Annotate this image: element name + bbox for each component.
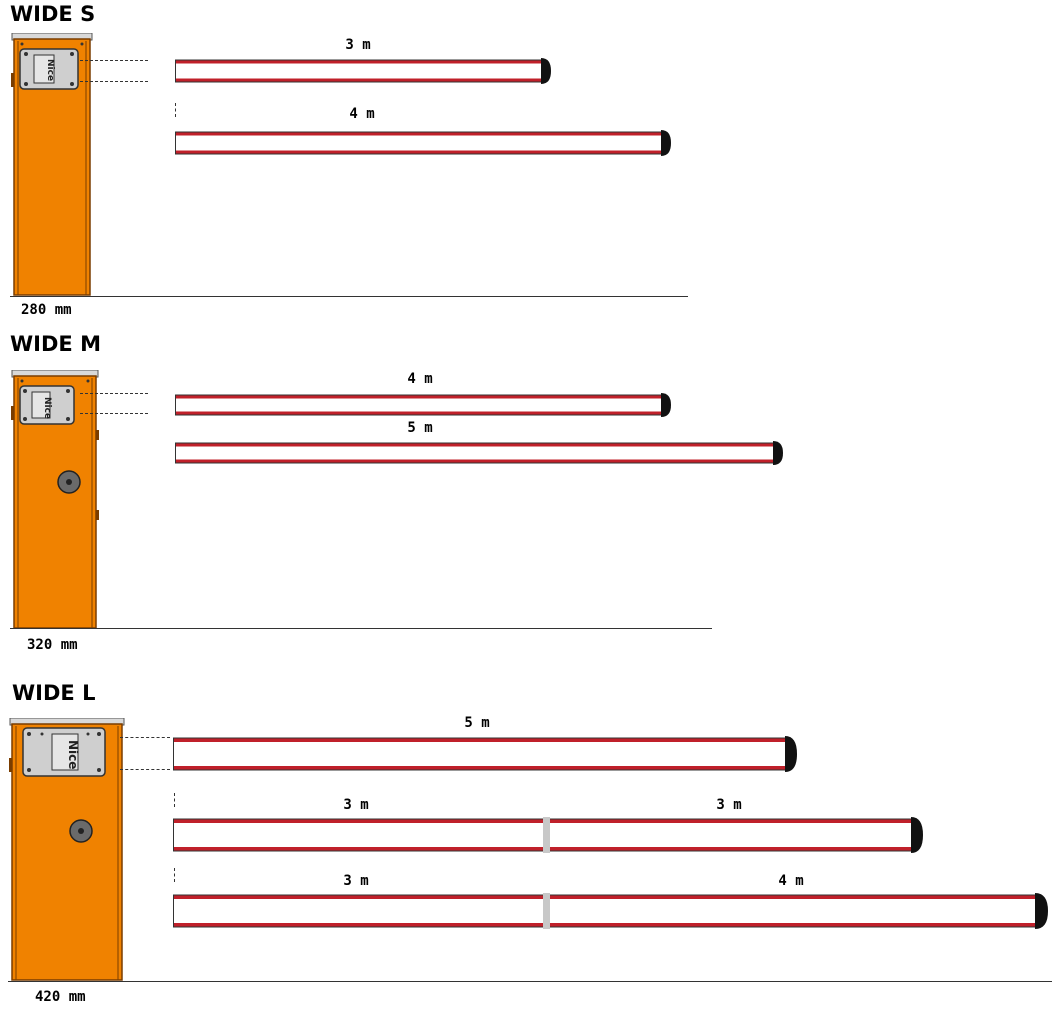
cabinet-width-label: 280 mm xyxy=(21,302,72,318)
model-title-wide-m: WIDE M xyxy=(10,332,101,356)
nice-logo: Nice xyxy=(66,740,80,770)
ground-line xyxy=(10,628,712,629)
boom-length-label: 4 m xyxy=(349,106,375,122)
barrier-cabinet-wide-m: Nice xyxy=(10,369,100,634)
ground-line xyxy=(8,981,1052,982)
boom-arm-3m xyxy=(175,57,551,89)
boom-length-label: 5 m xyxy=(464,715,490,731)
leader-line xyxy=(175,103,176,117)
boom-arm-5m xyxy=(173,735,797,777)
leader-line xyxy=(80,413,148,414)
boom-segment-label: 3 m xyxy=(716,797,742,813)
leader-line xyxy=(120,769,170,770)
boom-segment-label: 3 m xyxy=(343,797,369,813)
boom-arm-5m xyxy=(175,440,783,470)
boom-length-label: 5 m xyxy=(407,420,433,436)
boom-arm-3m-3m xyxy=(173,816,923,858)
cabinet-width-label: 420 mm xyxy=(35,989,86,1005)
boom-segment-label: 4 m xyxy=(778,873,804,889)
barrier-cabinet-wide-s: Nice xyxy=(10,32,94,301)
leader-line xyxy=(174,868,175,882)
boom-arm-4m xyxy=(175,129,671,161)
boom-segment-label: 3 m xyxy=(343,873,369,889)
cabinet-width-label: 320 mm xyxy=(27,637,78,653)
leader-line xyxy=(174,793,175,807)
ground-line xyxy=(10,296,688,297)
boom-arm-4m xyxy=(175,392,671,422)
model-title-wide-l: WIDE L xyxy=(12,681,96,705)
nice-logo: Nice xyxy=(42,397,52,420)
leader-line xyxy=(120,737,170,738)
nice-logo: Nice xyxy=(45,59,55,82)
boom-length-label: 4 m xyxy=(407,371,433,387)
boom-length-label: 3 m xyxy=(345,37,371,53)
model-title-wide-s: WIDE S xyxy=(10,2,96,26)
leader-line xyxy=(80,60,148,61)
leader-line xyxy=(80,393,148,394)
boom-arm-3m-4m xyxy=(173,892,1049,934)
leader-line xyxy=(80,81,148,82)
barrier-cabinet-wide-l: Nice xyxy=(8,717,126,986)
